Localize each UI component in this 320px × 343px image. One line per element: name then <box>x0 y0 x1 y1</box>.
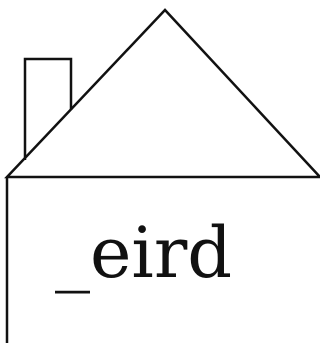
chimney <box>25 59 71 160</box>
word-label: _eird <box>55 218 232 288</box>
roof <box>7 10 320 177</box>
